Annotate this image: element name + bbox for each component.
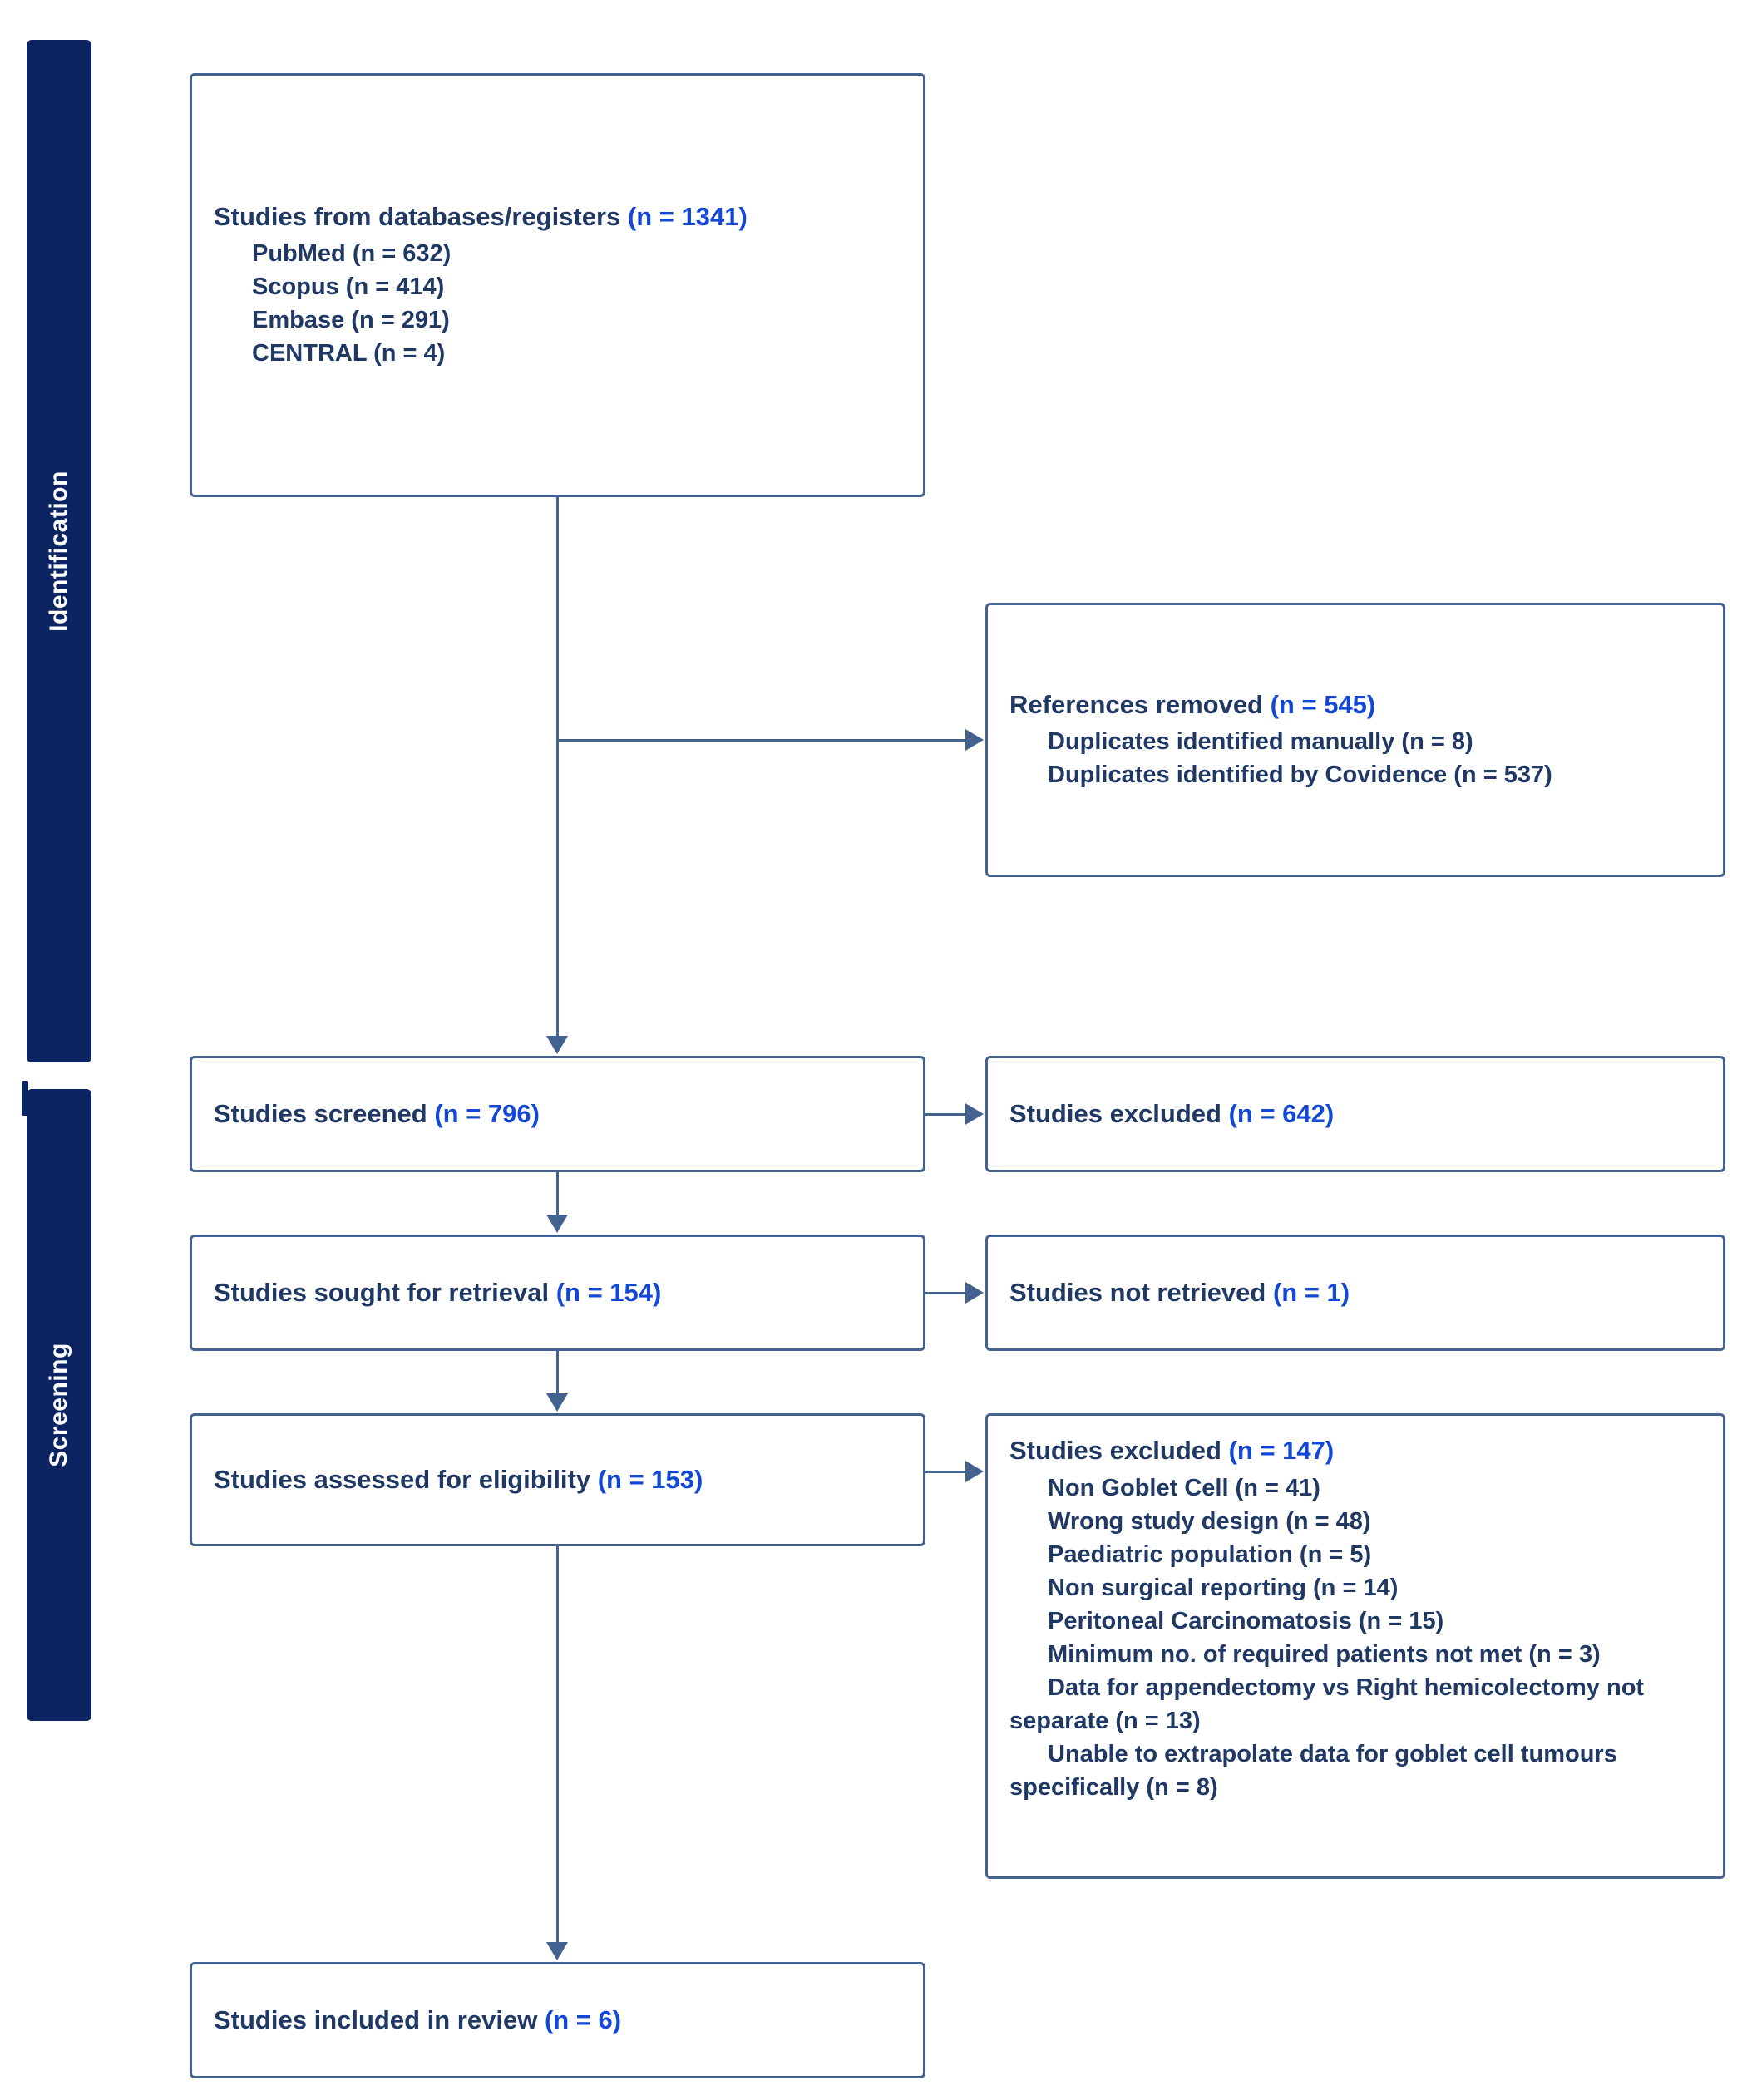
box-title-text-assessed-eligibility: Studies assessed for eligibility	[214, 1464, 598, 1494]
box-count-references-removed: (n = 545)	[1270, 689, 1376, 719]
arrowhead-down-to-sought	[546, 1215, 568, 1233]
connector-databases-to-screened	[556, 497, 559, 1036]
box-title-databases: Studies from databases/registers (n = 13…	[214, 200, 901, 234]
arrowhead-down-to-assessed	[546, 1393, 568, 1412]
arrowhead-right-to-not-retrieved	[965, 1282, 984, 1304]
arrowhead-down-to-screened	[546, 1036, 568, 1054]
box-references-removed: References removed (n = 545) Duplicates …	[985, 603, 1725, 877]
box-title-screened-excluded: Studies excluded (n = 642)	[1009, 1097, 1701, 1131]
sub-list-references-removed: Duplicates identified manually (n = 8) D…	[1009, 725, 1701, 791]
list-item: Non Goblet Cell (n = 41)	[1048, 1474, 1320, 1501]
box-title-references-removed: References removed (n = 545)	[1009, 688, 1701, 722]
phase-bar-screening: Screening	[27, 1089, 91, 1721]
box-count-screened: (n = 796)	[434, 1098, 540, 1128]
phase-bar-identification: Identification	[27, 40, 91, 1062]
sub-list-databases: PubMed (n = 632) Scopus (n = 414) Embase…	[214, 237, 901, 370]
box-title-text-databases: Studies from databases/registers	[214, 201, 628, 231]
connector-sought-to-assessed	[556, 1351, 559, 1393]
connector-assessed-to-included	[556, 1546, 559, 1942]
box-title-text-sought-retrieval: Studies sought for retrieval	[214, 1277, 556, 1307]
list-item: Peritoneal Carcinomatosis (n = 15)	[1048, 1607, 1444, 1634]
box-title-text-screened: Studies screened	[214, 1098, 435, 1128]
arrowhead-right-to-eligibility-excluded	[965, 1461, 984, 1482]
box-title-text-eligibility-excluded: Studies excluded	[1009, 1436, 1229, 1465]
box-count-sought-retrieval: (n = 154)	[555, 1277, 662, 1307]
connector-trunk-to-references-removed	[556, 739, 965, 742]
box-studies-screened: Studies screened (n = 796)	[190, 1056, 925, 1172]
list-item: PubMed (n = 632)	[252, 240, 452, 268]
box-title-sought-retrieval: Studies sought for retrieval (n = 154)	[214, 1276, 901, 1310]
arrowhead-right-to-references-removed	[965, 729, 984, 751]
box-count-assessed-eligibility: (n = 153)	[597, 1464, 703, 1494]
box-title-text-references-removed: References removed	[1009, 689, 1271, 719]
box-count-databases: (n = 1341)	[627, 201, 748, 231]
sub-list-eligibility-excluded: Non Goblet Cell (n = 41) Wrong study des…	[1009, 1471, 1701, 1804]
list-item: Embase (n = 291)	[252, 307, 450, 334]
arrowhead-right-to-screened-excluded	[965, 1103, 984, 1125]
box-count-eligibility-excluded: (n = 147)	[1228, 1436, 1335, 1465]
list-item: CENTRAL (n = 4)	[252, 340, 446, 367]
box-studies-from-databases: Studies from databases/registers (n = 13…	[190, 73, 925, 497]
box-title-not-retrieved: Studies not retrieved (n = 1)	[1009, 1276, 1701, 1310]
phase-label-screening: Screening	[45, 1343, 72, 1467]
box-title-assessed-eligibility: Studies assessed for eligibility (n = 15…	[214, 1463, 901, 1497]
list-item: Duplicates identified by Covidence (n = …	[1048, 762, 1552, 789]
connector-assessed-to-eligibility-excluded	[925, 1471, 965, 1473]
list-item: Unable to extrapolate data for goblet ce…	[1009, 1741, 1617, 1802]
connector-sought-to-not-retrieved	[925, 1292, 965, 1294]
phase-divider-tick	[22, 1081, 28, 1116]
box-studies-assessed-for-eligibility: Studies assessed for eligibility (n = 15…	[190, 1413, 925, 1546]
box-title-eligibility-excluded: Studies excluded (n = 147)	[1009, 1434, 1701, 1468]
box-title-screened: Studies screened (n = 796)	[214, 1097, 901, 1131]
list-item: Minimum no. of required patients not met…	[1048, 1640, 1601, 1668]
box-studies-sought-for-retrieval: Studies sought for retrieval (n = 154)	[190, 1235, 925, 1351]
box-count-included: (n = 6)	[544, 2004, 622, 2034]
box-studies-excluded-screening: Studies excluded (n = 642)	[985, 1056, 1725, 1172]
connector-screened-to-excluded	[925, 1113, 965, 1116]
list-item: Data for appendectomy vs Right hemicolec…	[1009, 1674, 1645, 1735]
box-count-not-retrieved: (n = 1)	[1272, 1277, 1350, 1307]
list-item: Scopus (n = 414)	[252, 274, 445, 301]
box-title-text-included: Studies included in review	[214, 2004, 545, 2034]
list-item: Duplicates identified manually (n = 8)	[1048, 728, 1473, 756]
box-studies-not-retrieved: Studies not retrieved (n = 1)	[985, 1235, 1725, 1351]
list-item: Non surgical reporting (n = 14)	[1048, 1574, 1399, 1601]
box-studies-included-in-review: Studies included in review (n = 6)	[190, 1962, 925, 2078]
box-title-text-screened-excluded: Studies excluded	[1009, 1098, 1229, 1128]
connector-screened-to-sought	[556, 1172, 559, 1215]
list-item: Paediatric population (n = 5)	[1048, 1540, 1372, 1568]
box-count-screened-excluded: (n = 642)	[1228, 1098, 1335, 1128]
box-title-text-not-retrieved: Studies not retrieved	[1009, 1277, 1273, 1307]
box-title-included: Studies included in review (n = 6)	[214, 2004, 901, 2038]
arrowhead-down-to-included	[546, 1942, 568, 1960]
phase-label-identification: Identification	[45, 471, 72, 632]
box-studies-excluded-eligibility: Studies excluded (n = 147) Non Goblet Ce…	[985, 1413, 1725, 1879]
list-item: Wrong study design (n = 48)	[1048, 1507, 1371, 1535]
